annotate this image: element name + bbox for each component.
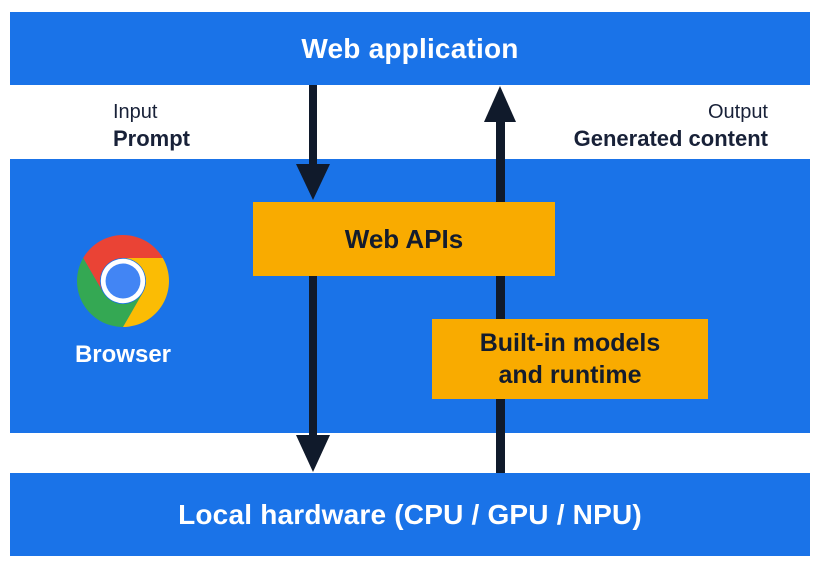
input-label-group: Input Prompt	[113, 100, 190, 152]
output-label-group: Output Generated content	[574, 100, 768, 152]
web-apis-label: Web APIs	[344, 223, 464, 254]
output-arrowhead-to-web-application-icon	[484, 86, 516, 122]
local-hardware-bar: Local hardware (CPU / GPU / NPU)	[10, 473, 810, 556]
input-label: Input	[113, 101, 158, 123]
output-arrow-shaft	[496, 120, 505, 473]
chrome-logo-icon	[77, 235, 169, 327]
input-arrowhead-to-web-apis-icon	[296, 164, 330, 200]
builtin-models-label-line2: and runtime	[498, 361, 642, 389]
builtin-models-box: Built-in models and runtime	[432, 319, 708, 399]
web-apis-box: Web APIs	[253, 202, 555, 276]
browser-label: Browser	[74, 341, 172, 368]
output-label: Output	[707, 101, 768, 123]
generated-content-label: Generated content	[573, 126, 768, 151]
web-application-label: Web application	[301, 32, 519, 64]
input-arrow-shaft-top	[309, 85, 317, 165]
local-hardware-label: Local hardware (CPU / GPU / NPU)	[178, 498, 642, 530]
web-application-bar: Web application	[10, 12, 810, 85]
prompt-label: Prompt	[113, 126, 190, 151]
builtin-models-label-line1: Built-in models	[479, 329, 661, 357]
input-arrowhead-to-hardware-icon	[296, 435, 330, 472]
input-arrow-shaft-bottom	[309, 276, 317, 436]
